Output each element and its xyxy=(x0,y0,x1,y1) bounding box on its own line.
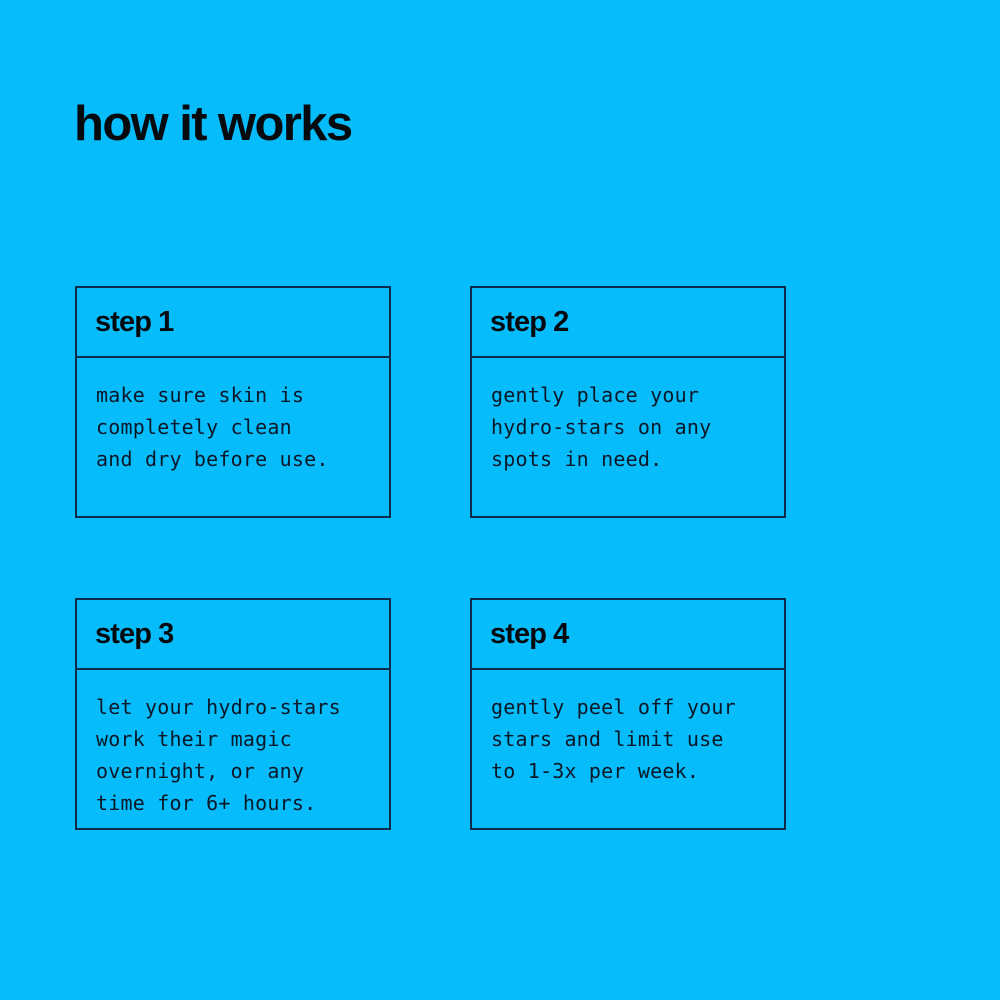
steps-grid: step 1 make sure skin is completely clea… xyxy=(75,286,786,830)
step-card-title-4: step 4 xyxy=(490,617,569,650)
step-card-header-4: step 4 xyxy=(472,600,784,670)
step-card-3: step 3 let your hydro-stars work their m… xyxy=(75,598,391,830)
step-card-header-1: step 1 xyxy=(77,288,389,358)
step-card-text-2: gently place your hydro-stars on any spo… xyxy=(491,383,712,471)
step-card-text-4: gently peel off your stars and limit use… xyxy=(491,695,736,783)
step-card-text-3: let your hydro-stars work their magic ov… xyxy=(96,695,341,815)
step-card-title-2: step 2 xyxy=(490,305,569,338)
step-card-title-1: step 1 xyxy=(95,305,174,338)
step-card-body-3: let your hydro-stars work their magic ov… xyxy=(77,670,389,828)
step-card-body-4: gently peel off your stars and limit use… xyxy=(472,670,784,828)
step-card-header-2: step 2 xyxy=(472,288,784,358)
step-card-body-2: gently place your hydro-stars on any spo… xyxy=(472,358,784,516)
step-card-title-3: step 3 xyxy=(95,617,174,650)
step-card-text-1: make sure skin is completely clean and d… xyxy=(96,383,329,471)
step-card-2: step 2 gently place your hydro-stars on … xyxy=(470,286,786,518)
step-card-body-1: make sure skin is completely clean and d… xyxy=(77,358,389,516)
page-title: how it works xyxy=(74,97,353,151)
step-card-4: step 4 gently peel off your stars and li… xyxy=(470,598,786,830)
step-card-1: step 1 make sure skin is completely clea… xyxy=(75,286,391,518)
step-card-header-3: step 3 xyxy=(77,600,389,670)
